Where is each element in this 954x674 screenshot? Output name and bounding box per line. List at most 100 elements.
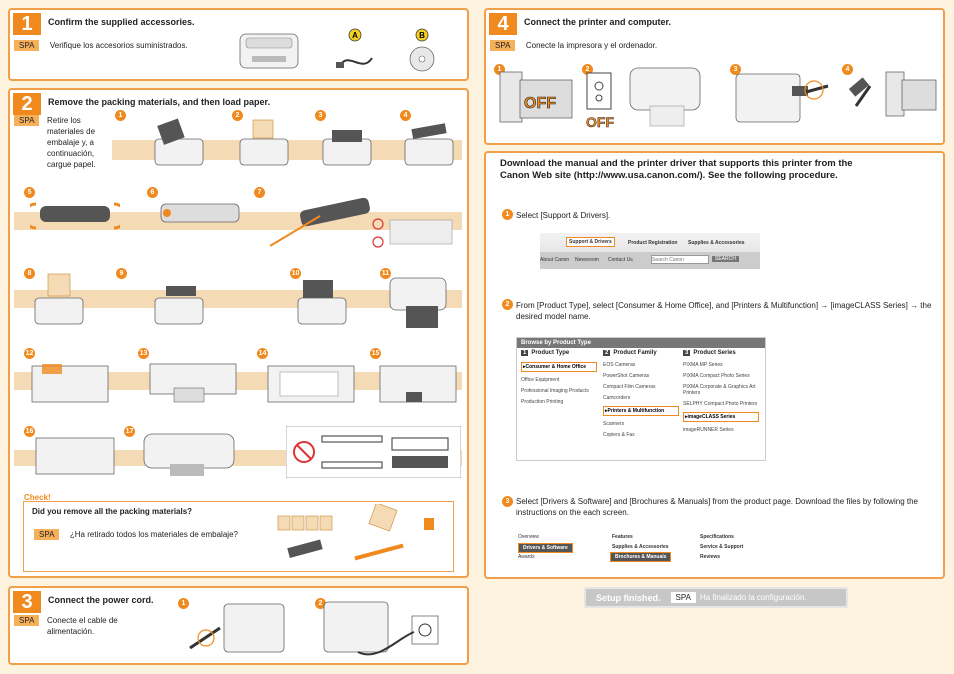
check-box: Did you remove all the packing materials… (23, 501, 454, 572)
substep-badge-2: 2 (232, 110, 243, 121)
browse-item[interactable]: Production Printing (521, 399, 564, 405)
step-description: Retire los materiales de embalaje y, a c… (47, 116, 96, 169)
tab-service-support[interactable]: Service & Support (700, 544, 744, 550)
download-heading: Download the manual and the printer driv… (500, 158, 853, 181)
open-cover-illustration (154, 118, 204, 166)
shake-cartridge-illustration (30, 202, 120, 230)
substep-badge-1: 1 (502, 209, 513, 220)
substep-badge-5: 5 (24, 187, 35, 198)
substep-badge-10: 10 (290, 268, 301, 279)
browse-item[interactable]: SELPHY Compact Photo Printers (683, 401, 758, 407)
substep-badge-16: 16 (24, 426, 35, 437)
substep-badge-9: 9 (116, 268, 127, 279)
browse-item[interactable]: ▸imageCLASS Series (683, 412, 759, 422)
browse-item[interactable]: imageRUNNER Series (683, 427, 734, 433)
download-panel: Download the manual and the printer driv… (484, 151, 945, 579)
language-tag: SPA (34, 529, 60, 540)
substep-badge-8: 8 (24, 268, 35, 279)
about-canon-link[interactable]: About Canon (540, 257, 570, 263)
browse-item[interactable]: Copiers & Fax (603, 432, 635, 438)
remove-cartridge-illustration (404, 123, 454, 166)
connect-cord-to-printer-illustration (189, 603, 285, 653)
step-number: 1 (13, 13, 41, 35)
tab-awards[interactable]: Awards (518, 554, 535, 560)
printer-illustration (239, 33, 299, 69)
power-cord-illustration: A (336, 28, 373, 68)
label-b: B (419, 31, 425, 40)
remove-insert-illustration (34, 273, 84, 325)
substep-badge-3: 3 (502, 496, 513, 507)
column-number: 3 (683, 350, 691, 356)
tab-reviews[interactable]: Reviews (700, 554, 721, 560)
substep-badge-14: 14 (257, 348, 268, 359)
contact-us-link[interactable]: Contact Us (608, 257, 633, 263)
browse-item[interactable]: Scanners (603, 421, 625, 427)
language-tag: SPA (14, 40, 40, 51)
substep-badge-15: 15 (370, 348, 381, 359)
column-title: Product Series (693, 350, 736, 356)
tab-features[interactable]: Features (612, 534, 633, 540)
product-page-tabs-screenshot: Overview Drivers & Software Awards Featu… (516, 533, 760, 563)
setup-finished-label: Setup finished. (596, 592, 661, 603)
supplies-accessories-link[interactable]: Supplies & Accessories (688, 240, 745, 246)
tab-overview[interactable]: Overview (518, 534, 539, 540)
download-step1: Select [Support & Drivers]. (516, 211, 611, 220)
browse-item[interactable]: PowerShot Cameras (603, 373, 650, 379)
substep-badge-4: 4 (842, 64, 853, 75)
open-front-door-illustration (31, 364, 109, 403)
substep-badge-2: 2 (502, 299, 513, 310)
browse-item[interactable]: PIXMA Compact Photo Series (683, 373, 750, 379)
substep-badge-3: 3 (730, 64, 741, 75)
tab-specifications[interactable]: Specifications (700, 534, 734, 540)
column-number: 2 (603, 350, 611, 356)
pull-seal-illustration (269, 197, 453, 248)
substep-badge-12: 12 (24, 348, 35, 359)
step-title: Remove the packing materials, and then l… (48, 97, 271, 107)
step-number: 3 (13, 591, 41, 613)
browse-item[interactable]: ▸Printers & Multifunction (603, 406, 679, 416)
product-registration-link[interactable]: Product Registration (628, 240, 678, 246)
tab-drivers-software[interactable]: Drivers & Software (518, 543, 573, 553)
connect-cord-to-outlet-illustration (323, 601, 439, 656)
browse-item[interactable]: PIXMA MP Series (683, 362, 723, 368)
browse-item[interactable]: Professional Imaging Products (521, 388, 589, 394)
step-description: Verifique los accesorios suministrados. (49, 41, 188, 50)
cartridge-illustration (160, 203, 240, 223)
printer-illustration (629, 67, 701, 127)
browse-item[interactable]: EOS Cameras (603, 362, 636, 368)
download-step2: From [Product Type], select [Consumer & … (516, 301, 932, 321)
check-label: Check! (24, 493, 51, 502)
usb-to-computer-illustration (848, 71, 937, 117)
download-step3: Select [Drivers & Software] and [Brochur… (516, 497, 918, 517)
language-tag: SPA (670, 592, 696, 603)
support-drivers-link[interactable]: Support & Drivers (566, 237, 615, 247)
packing-materials-illustration (277, 504, 434, 561)
tab-supplies[interactable]: Supplies & Accessories (612, 544, 669, 550)
illustration-band (14, 290, 462, 308)
open-tray-illustration (389, 277, 447, 328)
substep-badge-13: 13 (138, 348, 149, 359)
browse-item[interactable]: PIXMA Corporate & Graphics Art Printers (683, 384, 756, 396)
printer-off-label: OFF (586, 114, 615, 131)
browse-item[interactable]: ▸Consumer & Home Office (521, 362, 597, 372)
usb-to-printer-illustration (735, 73, 829, 123)
substep-badge-1: 1 (494, 64, 505, 75)
browse-item[interactable]: Office Equipment (521, 377, 560, 383)
off-label: OFF (524, 95, 556, 112)
substep-badge-2: 2 (315, 598, 326, 609)
setup-finished-text: Ha finalizado la configuración. (699, 593, 807, 602)
search-input[interactable] (651, 255, 709, 264)
column-title: Product Type (531, 350, 570, 356)
remove-tape-illustration (322, 130, 372, 166)
newsroom-link[interactable]: Newsroom (575, 257, 599, 263)
browse-item[interactable]: Compact Film Cameras (603, 384, 656, 390)
tab-brochures-manuals[interactable]: Brochures & Manuals (610, 552, 672, 562)
search-button[interactable]: SEARCH (712, 256, 739, 262)
browse-item[interactable]: Camcorders (603, 395, 631, 401)
insert-cartridge-illustration (154, 286, 204, 325)
step4-panel: 4 Connect the printer and computer. SPA … (484, 8, 945, 145)
cd-rom-illustration: B (409, 28, 435, 72)
